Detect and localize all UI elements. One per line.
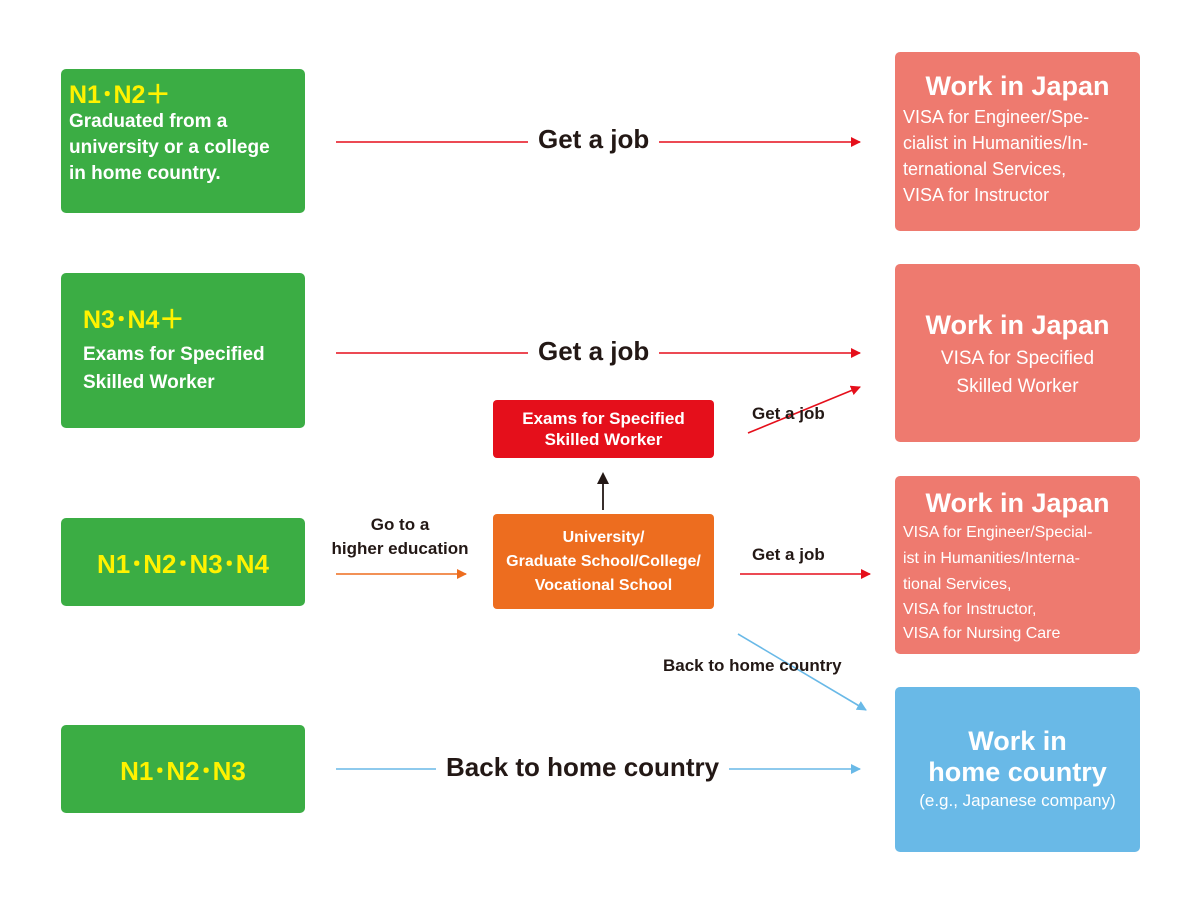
- higher-education-line: Go to a: [370, 515, 430, 534]
- university-school-box: University/ Graduate School/College/ Voc…: [493, 514, 714, 609]
- visa-line: VISA for Instructor,: [903, 601, 1037, 618]
- visa-line: ist in Humanities/Interna-: [903, 550, 1080, 567]
- school-line: Vocational School: [534, 576, 673, 594]
- school-line: University/: [562, 528, 645, 546]
- visa-line: Skilled Worker: [956, 376, 1079, 397]
- exams-specified-skilled-box: Exams for Specified Skilled Worker: [493, 400, 714, 458]
- home-country-title: Work in: [968, 725, 1067, 756]
- arrow-exams-to-work: [747, 385, 861, 434]
- left-box-n1-n2-graduated: N1･N2＋ Graduated from a university or a …: [61, 69, 305, 213]
- get-job-label: Get a job: [528, 336, 660, 367]
- level-label: N1･N2＋: [69, 81, 171, 109]
- get-job-small-label: Get a job: [752, 404, 825, 423]
- work-in-japan-title: Work in Japan: [925, 310, 1110, 340]
- level-label: N3･N4＋: [83, 306, 185, 334]
- condition-line: Exams for Specified: [83, 344, 265, 365]
- visa-line: VISA for Specified: [940, 348, 1095, 369]
- exams-line: Skilled Worker: [544, 430, 663, 449]
- condition-line: university or a college: [69, 137, 270, 158]
- exams-line: Exams for Specified: [522, 409, 685, 428]
- get-job-label: Get a job: [528, 124, 660, 155]
- condition-line: Graduated from a: [69, 111, 228, 132]
- visa-line: tional Services,: [903, 576, 1012, 593]
- school-line: Graduate School/College/: [506, 552, 701, 570]
- visa-line: VISA for Instructor: [903, 185, 1050, 205]
- higher-education-label: Go to a higher education: [310, 513, 490, 561]
- right-box-work-home-country: Work in home country (e.g., Japanese com…: [895, 687, 1140, 852]
- level-label: N1･N2･N3･N4: [97, 548, 269, 579]
- visa-line: ternational Services,: [903, 159, 1067, 179]
- left-box-n3-n4-exams: N3･N4＋ Exams for Specified Skilled Worke…: [61, 273, 305, 428]
- left-box-n1-n4: N1･N2･N3･N4: [61, 518, 305, 606]
- visa-line: VISA for Engineer/Spe-: [903, 107, 1090, 127]
- home-country-title: home country: [928, 756, 1107, 787]
- level-label: N1･N2･N3: [120, 755, 246, 786]
- higher-education-line: higher education: [331, 539, 469, 558]
- visa-line: cialist in Humanities/In-: [903, 133, 1089, 153]
- visa-line: VISA for Nursing Care: [903, 625, 1061, 642]
- work-in-japan-title: Work in Japan: [925, 488, 1110, 518]
- back-home-label: Back to home country: [436, 752, 730, 783]
- right-box-work-japan-nursing: Work in Japan VISA for Engineer/Special-…: [895, 476, 1140, 654]
- visa-line: VISA for Engineer/Special-: [903, 524, 1093, 541]
- work-in-japan-title: Work in Japan: [925, 71, 1110, 101]
- left-box-n1-n3: N1･N2･N3: [61, 725, 305, 813]
- right-box-work-japan-specified: Work in Japan VISA for Specified Skilled…: [895, 264, 1140, 442]
- home-country-example: (e.g., Japanese company): [919, 790, 1116, 810]
- right-box-work-japan-engineer: Work in Japan VISA for Engineer/Spe- cia…: [895, 52, 1140, 231]
- get-job-small-label: Get a job: [752, 545, 825, 564]
- back-home-small-label: Back to home country: [663, 656, 842, 675]
- condition-line: in home country.: [69, 163, 221, 184]
- arrow-school-back-home: [737, 633, 867, 711]
- condition-line: Skilled Worker: [83, 372, 215, 393]
